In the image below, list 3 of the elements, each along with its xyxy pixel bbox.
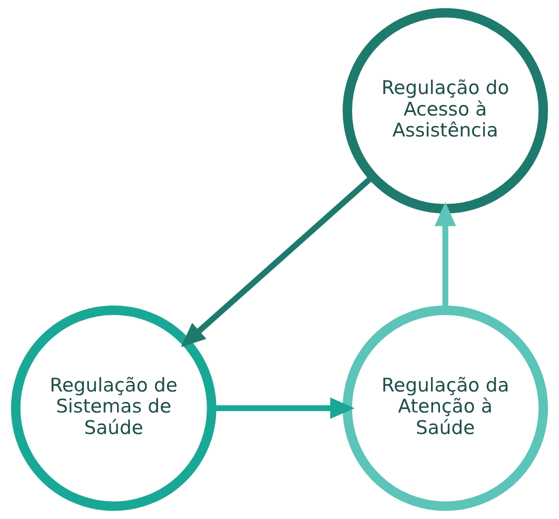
node-circle: Regulação da Atenção à Saúde (342, 306, 548, 511)
node-circle: Regulação de Sistemas de Saúde (11, 306, 216, 511)
node-circle: Regulação do Acesso à Assistência (342, 8, 548, 214)
